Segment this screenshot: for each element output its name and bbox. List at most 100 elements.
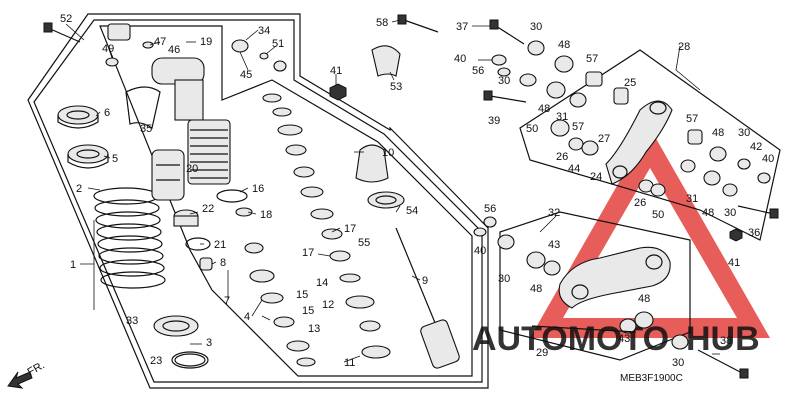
callout-11: 11 — [344, 357, 355, 369]
callout-leader-lines — [65, 19, 720, 363]
callout-22: 22 — [202, 203, 214, 215]
watermark-logo: AUTOMOTO HUB — [472, 128, 770, 358]
reservoir-parts-left — [173, 189, 253, 271]
lock-nut-5 — [67, 144, 109, 169]
callout-26-a: 26 — [556, 151, 568, 163]
callout-29: 29 — [536, 347, 548, 359]
top-bushing-parts — [105, 23, 347, 101]
bolt-58 — [397, 14, 439, 33]
callout-19: 19 — [200, 36, 212, 48]
shock-link-arm-28 — [581, 100, 673, 185]
callout-58: 58 — [376, 17, 388, 29]
callout-40-b: 40 — [762, 153, 774, 165]
callout-48-f: 48 — [638, 293, 650, 305]
bolt-39 — [483, 90, 527, 103]
callout-47: 47 — [154, 36, 166, 48]
callout-14: 14 — [316, 277, 328, 289]
bolt-52 — [43, 22, 81, 43]
callout-28: 28 — [678, 41, 690, 53]
callout-25: 25 — [624, 77, 636, 89]
callout-48-c: 48 — [712, 127, 724, 139]
callout-43-b: 43 — [618, 333, 630, 345]
callout-50-a: 50 — [526, 123, 538, 135]
direction-marker-label: FR. — [26, 359, 47, 378]
callout-46: 46 — [168, 44, 180, 56]
callout-56-b: 56 — [484, 203, 496, 215]
callout-15-a: 15 — [296, 289, 308, 301]
callout-16: 16 — [252, 183, 264, 195]
callout-10: 10 — [382, 147, 394, 159]
callout-52: 52 — [60, 13, 72, 25]
callout-6: 6 — [104, 107, 110, 119]
callout-12: 12 — [322, 299, 334, 311]
callout-57-c: 57 — [686, 113, 698, 125]
callout-40-c: 40 — [474, 245, 486, 257]
callout-38: 38 — [720, 335, 732, 347]
callout-44: 44 — [568, 163, 580, 175]
watermark-triangle — [530, 128, 770, 338]
cover-53 — [371, 45, 401, 77]
shock-body-assembly — [125, 57, 231, 185]
front-direction-arrow — [7, 371, 33, 389]
pivot-bolt-29 — [531, 325, 689, 350]
callout-9: 9 — [422, 275, 428, 287]
callout-42: 42 — [750, 141, 762, 153]
washers-and-collars-right — [638, 129, 771, 197]
callout-15-b: 15 — [302, 305, 314, 317]
callout-18: 18 — [260, 209, 272, 221]
callout-53: 53 — [390, 81, 402, 93]
callout-49: 49 — [102, 43, 114, 55]
callout-3: 3 — [206, 337, 212, 349]
callout-57-b: 57 — [572, 121, 584, 133]
callout-31-a: 31 — [556, 111, 568, 123]
callout-23: 23 — [150, 355, 162, 367]
callout-55: 55 — [358, 237, 370, 249]
callout-1: 1 — [70, 259, 76, 271]
callout-54: 54 — [406, 205, 418, 217]
damper-rod-components — [244, 93, 391, 367]
callout-4: 4 — [244, 311, 250, 323]
shock-link-32 — [526, 246, 671, 334]
damper-piston-10-54 — [355, 144, 405, 209]
callout-40-a: 40 — [454, 53, 466, 65]
nuts-lower-right — [473, 216, 743, 250]
callout-17-a: 17 — [344, 223, 356, 235]
callout-48-a: 48 — [558, 39, 570, 51]
callout-26-b: 26 — [634, 197, 646, 209]
callout-48-e: 48 — [530, 283, 542, 295]
spring-retainer-nut-6 — [57, 105, 99, 129]
callout-51: 51 — [272, 38, 284, 50]
callout-43-a: 43 — [548, 239, 560, 251]
rubber-bump-20 — [151, 149, 185, 201]
callout-39: 39 — [488, 115, 500, 127]
bolt-36 — [737, 205, 779, 219]
callout-5: 5 — [112, 153, 118, 165]
assembly-frames — [27, 13, 781, 389]
callout-30-f: 30 — [672, 357, 684, 369]
callout-41-upper: 41 — [330, 65, 342, 77]
stopper-ring-23 — [171, 351, 209, 369]
callout-24: 24 — [590, 171, 602, 183]
callout-34: 34 — [258, 25, 270, 37]
diagram-code: MEB3F1900C — [620, 373, 683, 384]
callout-labels: 52 49 47 46 19 34 51 45 41 58 53 37 30 4… — [60, 13, 774, 369]
callout-36: 36 — [748, 227, 760, 239]
callout-30-e: 30 — [498, 273, 510, 285]
callout-31-b: 31 — [686, 193, 698, 205]
callout-27: 27 — [598, 133, 610, 145]
callout-7: 7 — [224, 295, 230, 307]
callout-50-b: 50 — [652, 209, 664, 221]
callout-33: 33 — [126, 315, 138, 327]
callout-57-a: 57 — [586, 53, 598, 65]
callout-45: 45 — [240, 69, 252, 81]
washers-and-collars-upper — [491, 40, 629, 151]
callout-17-b: 17 — [302, 247, 314, 259]
callout-30-d: 30 — [724, 207, 736, 219]
callout-8: 8 — [220, 257, 226, 269]
callout-32: 32 — [548, 207, 560, 219]
callout-30-b: 30 — [498, 75, 510, 87]
callout-20: 20 — [186, 163, 198, 175]
bolt-37 — [489, 19, 525, 45]
callout-48-d: 48 — [702, 207, 714, 219]
